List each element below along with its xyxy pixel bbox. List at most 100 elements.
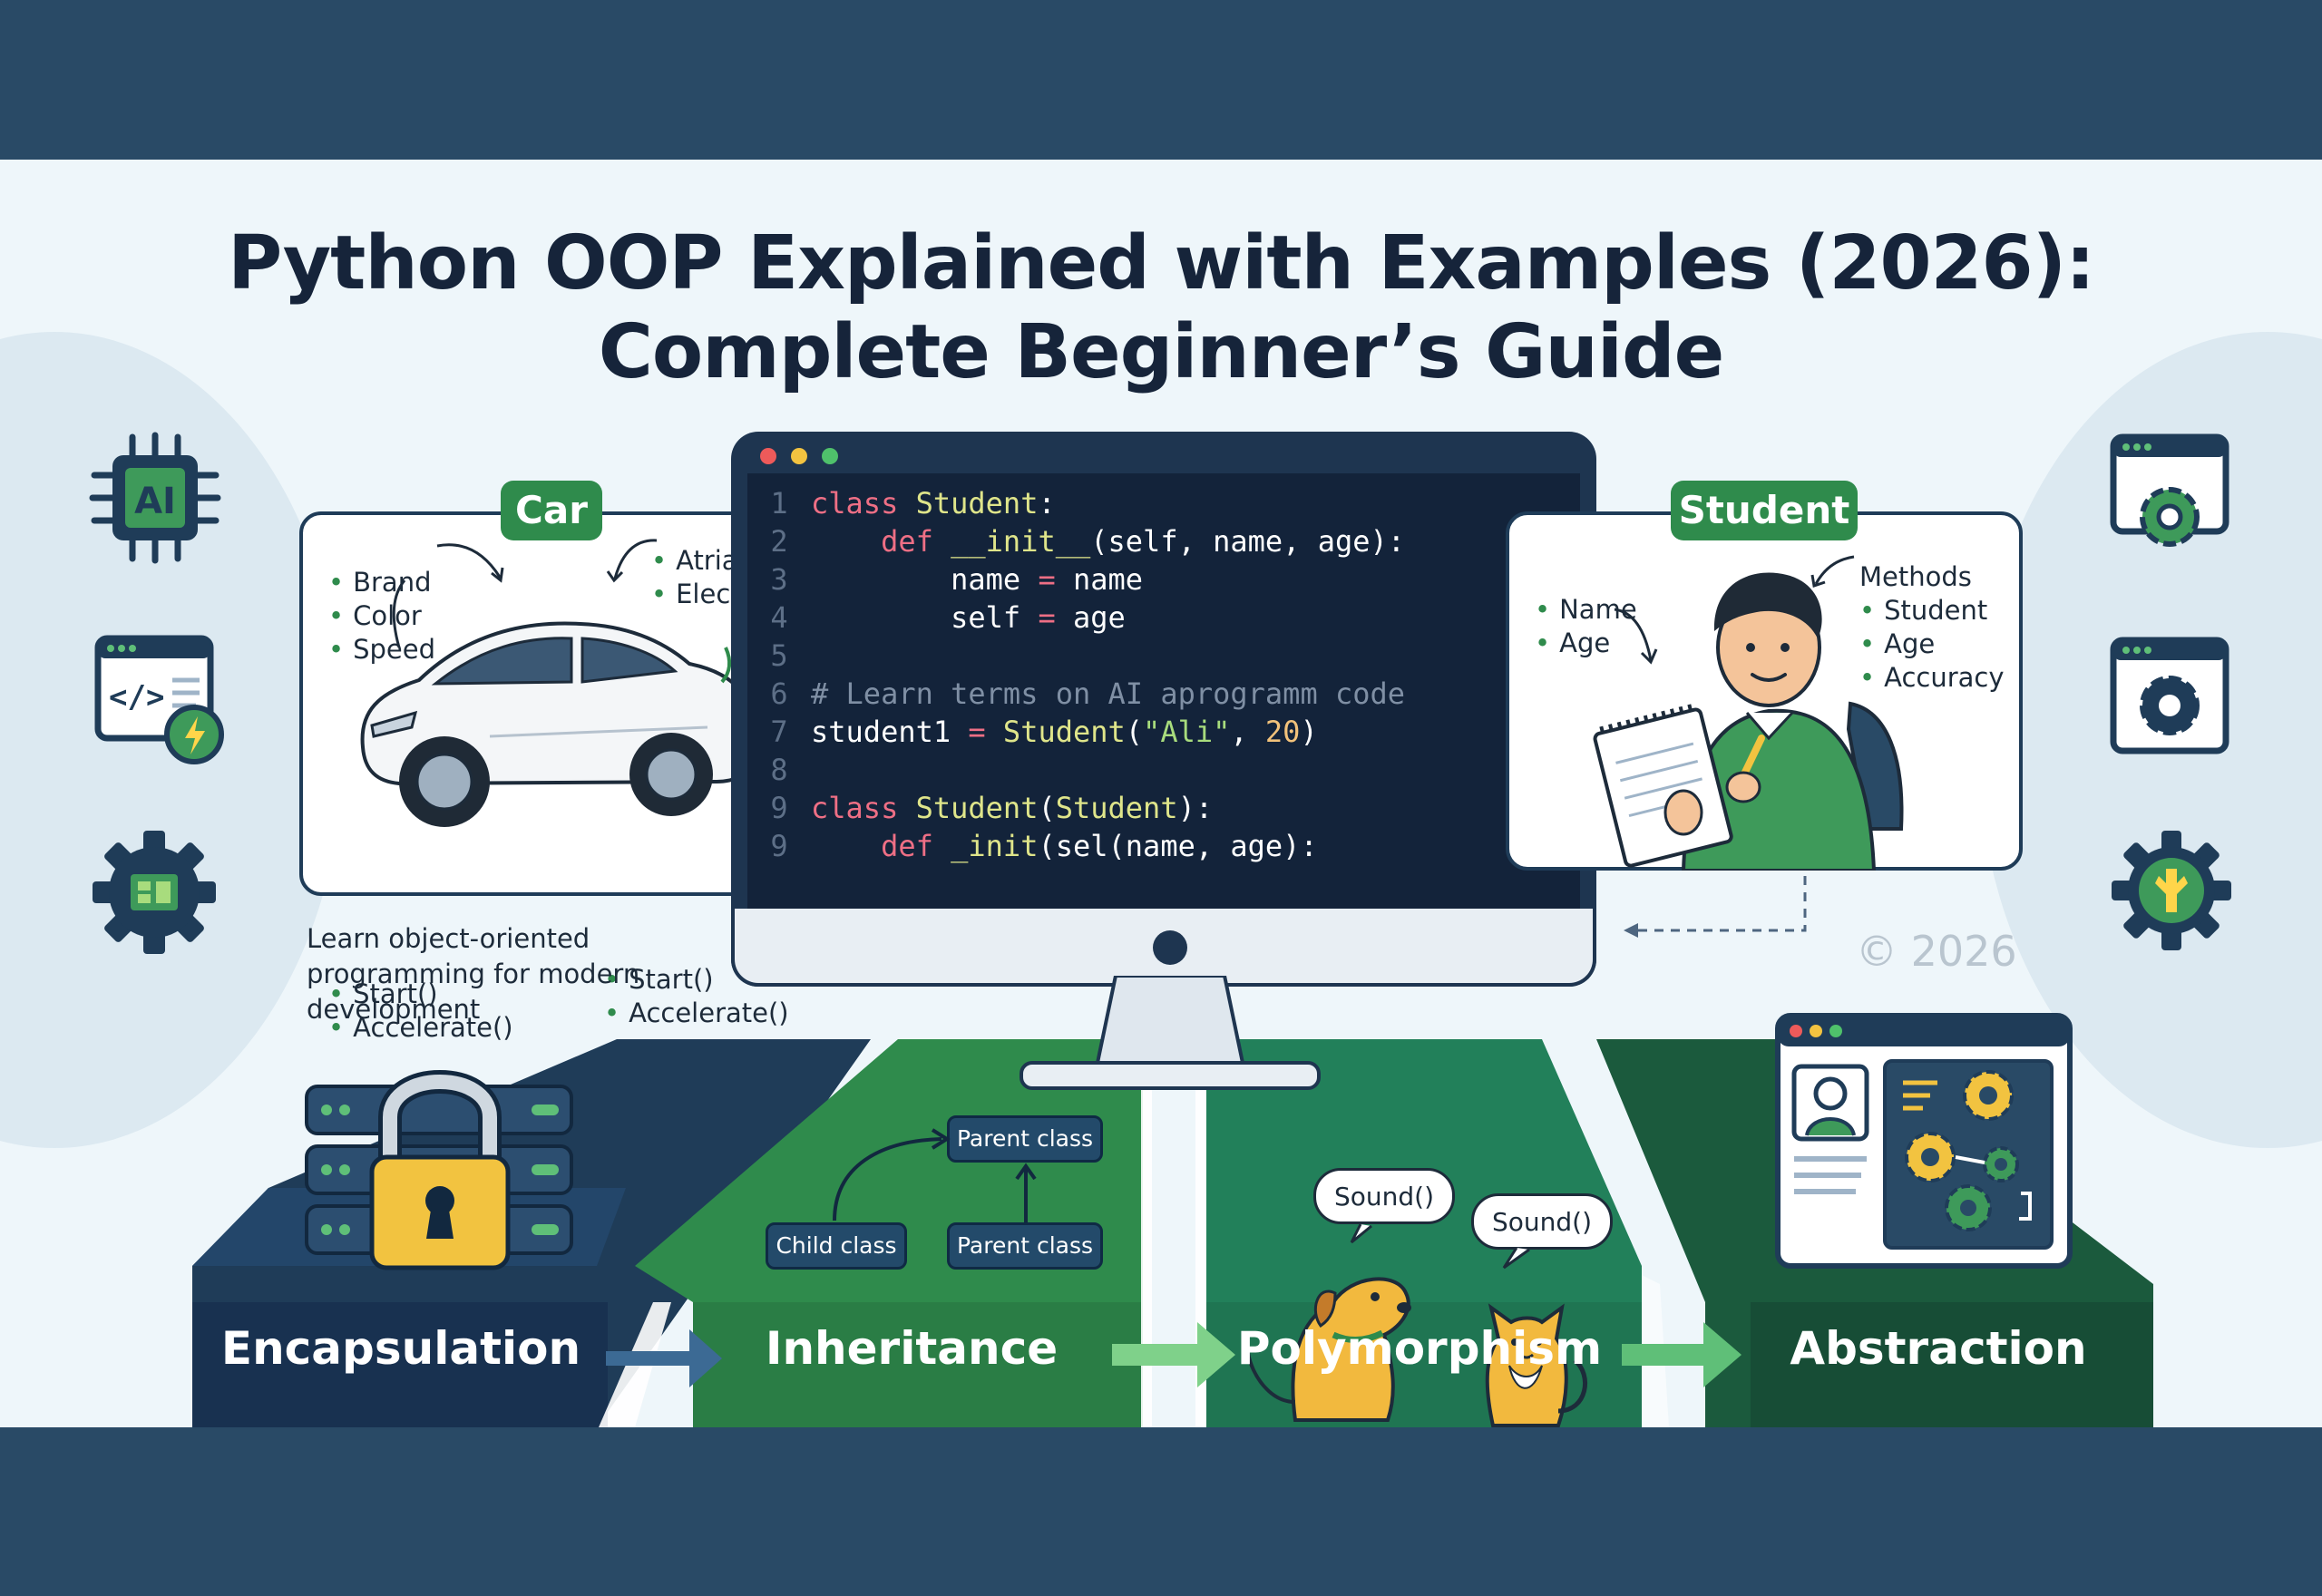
student-methods: Methods •Student •Age •Accuracy [1859,560,2005,695]
pillar-polymorphism: Polymorphism [1236,1322,1603,1375]
svg-text:</>: </> [109,679,164,715]
code-line: 4 self = age [747,598,1126,637]
code-token: __init__ [951,524,1091,559]
car-attributes: •Brand •Color •Speed [328,566,435,667]
student-illustration [1593,555,1904,871]
code-window-icon: </> [94,635,224,764]
line-number: 9 [770,791,788,825]
tagline: Learn object-oriented programming for mo… [307,923,640,1025]
code-line: 2 def __init__(self, name, age): [747,522,1405,560]
code-token: name [811,562,1039,597]
code-token: def [881,829,951,863]
line-number: 6 [770,676,788,711]
student-methods-title: Methods [1859,561,1972,592]
code-token: ) [1300,715,1318,749]
code-token: = [968,715,986,749]
inheritance-up-arrow [1015,1163,1037,1222]
car-methods-right-group: •Start() •Accelerate() [604,963,789,1030]
pillar-inheritance: Inheritance [765,1322,1059,1375]
car-method: •Start() [328,978,438,1009]
code-token: def [881,524,951,559]
code-token: age [1055,600,1126,635]
code-token: self [811,600,1039,635]
code-line: 6 # Learn terms on AI aprogramm code [747,675,1405,713]
student-attribute: •Name [1535,594,1637,625]
abstraction-window-illustration [1775,1013,2073,1269]
code-token: # Learn terms on AI aprogramm code [811,676,1406,711]
student-tag: Student [1671,481,1858,540]
code-token: , [1230,715,1265,749]
inheritance-arrows [833,1128,951,1221]
code-token: (sel(name, age): [1038,829,1318,863]
browser-gear-icon [2110,637,2229,754]
code-line: 5 [747,637,811,675]
line-number: 4 [770,600,788,635]
dashed-connector [1624,876,1807,938]
pillar-abstraction: Abstraction [1790,1322,2087,1375]
car-tag: Car [501,481,602,540]
code-line: 7 student1 = Student("Ali", 20) [747,713,1318,751]
dog-sound-bubble: Sound() [1313,1168,1455,1224]
code-token: ( [1125,715,1144,749]
car-method: •Accelerate() [328,1012,513,1043]
code-token: ): [1177,791,1214,825]
code-token: Student [915,486,1039,521]
monitor-stand [1020,976,1321,1090]
car-method: •Start() [604,964,714,995]
svg-text:AI: AI [134,481,176,522]
car-attribute: •Speed [328,634,436,665]
pillar-encapsulation: Encapsulation [220,1322,581,1375]
code-line: 3 name = name [747,560,1143,598]
window-close-dot [760,448,776,464]
student-method: •Age [1859,628,1936,659]
browser-gear-icon [2110,433,2229,547]
page-title-line-1: Python OOP Explained with Examples (2026… [228,220,2095,307]
code-token: class [811,486,916,521]
student-attribute: •Age [1535,628,1611,658]
car-type: •Atria [651,545,738,576]
code-editor: 1 class Student:2 def __init__(self, name… [747,473,1580,909]
line-number: 3 [770,562,788,597]
code-token: Student [1055,791,1178,825]
car-method: •Accelerate() [604,998,789,1028]
parent-class-box-bottom: Parent class [947,1222,1103,1270]
line-number: 9 [770,829,788,863]
page-title-line-2: Complete Beginner’s Guide [598,309,1725,395]
line-number: 5 [770,638,788,673]
student-method: •Accuracy [1859,662,2005,693]
car-methods-left-group: •Start() •Accelerate() [328,978,513,1045]
copyright-watermark: © 2026 [1856,927,2017,976]
code-token: "Ali" [1143,715,1231,749]
child-class-box: Child class [766,1222,907,1270]
wrench-gear-icon [2112,831,2231,950]
gear-screen-icon [93,831,216,954]
code-token: 20 [1264,715,1301,749]
car-illustration [360,539,766,827]
ai-chip-icon: AI [89,432,221,564]
code-token: student1 [811,715,969,749]
student-method: •Student [1859,595,1988,626]
code-token: : [1038,486,1056,521]
monitor-camera-dot [1153,930,1187,965]
window-maximize-dot [822,448,838,464]
code-token: name [1055,562,1144,597]
line-number: 1 [770,486,788,521]
code-token: = [1038,562,1056,597]
code-line: 8 [747,751,811,789]
line-number: 7 [770,715,788,749]
infographic-scene: Python OOP Explained with Examples (2026… [0,160,2322,1427]
cat-sound-bubble: Sound() [1471,1193,1613,1250]
code-token: = [1038,600,1056,635]
dog-cat-illustration [1246,1223,1588,1427]
code-token: ( [1038,791,1056,825]
code-token: _init [951,829,1039,863]
code-token: Student [915,791,1039,825]
code-line: 1 class Student: [747,484,1056,522]
car-attribute: •Brand [328,567,432,598]
student-attributes: •Name •Age [1535,593,1637,660]
lock-server-illustration [305,1070,573,1270]
code-token: Student [1002,715,1126,749]
code-line: 9 def _init(sel(name, age): [747,827,1318,865]
code-token: (self, name, age): [1090,524,1406,559]
line-number: 8 [770,753,788,787]
